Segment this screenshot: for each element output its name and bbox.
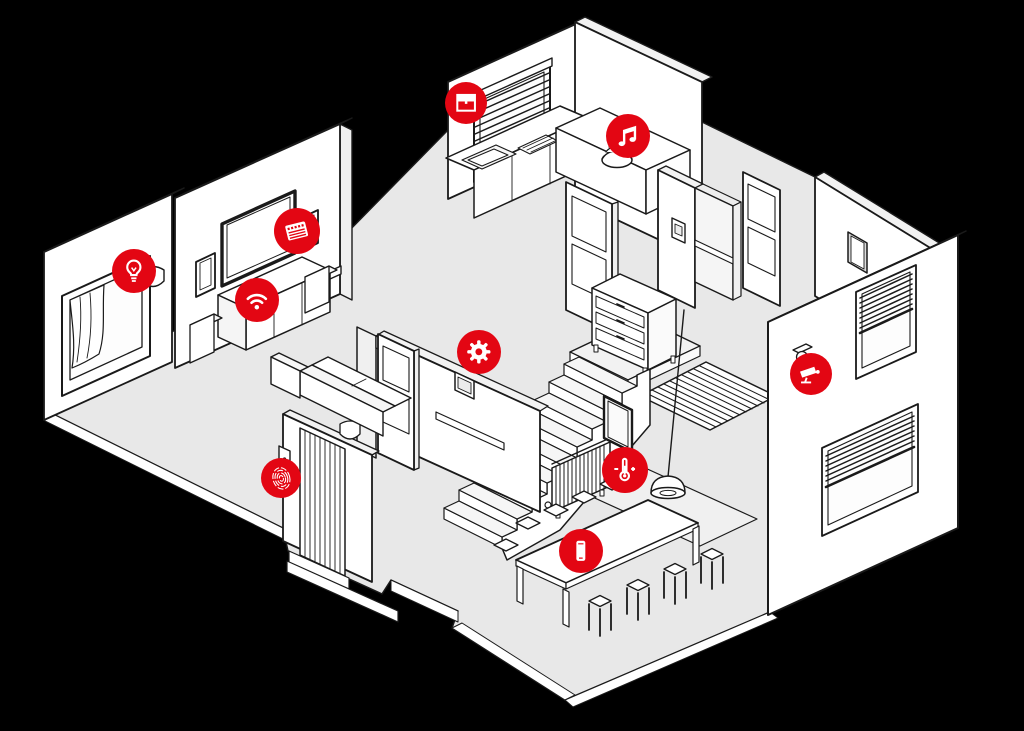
- marker-audio[interactable]: [606, 113, 651, 158]
- marker-roller-shutter[interactable]: [445, 81, 488, 124]
- thermostat-icon: [608, 453, 641, 486]
- marker-mobile-control[interactable]: [559, 529, 604, 574]
- entry-wall: [278, 409, 399, 623]
- marker-heating[interactable]: [602, 447, 649, 494]
- stool: [588, 594, 612, 637]
- pendant-lamp: [650, 309, 686, 500]
- stool: [626, 578, 650, 621]
- dresser: [591, 273, 677, 376]
- front-door: [299, 427, 346, 577]
- upper-window-shutter: [855, 264, 917, 380]
- blinds-icon: [280, 214, 313, 247]
- closet-group: [657, 165, 781, 309]
- marker-blinds[interactable]: [273, 207, 320, 254]
- smartphone-icon: [565, 535, 597, 567]
- marker-lighting[interactable]: [112, 248, 157, 293]
- marker-wifi[interactable]: [235, 278, 280, 322]
- radiator: [544, 437, 611, 519]
- kitchen-counter: [445, 105, 589, 219]
- wifi-icon: [241, 284, 273, 316]
- wall-shelf: [435, 411, 505, 451]
- wardrobe-door: [742, 171, 781, 307]
- stool: [663, 562, 687, 605]
- control-panel: [454, 371, 475, 400]
- floor-speaker: [304, 265, 338, 314]
- stool: [493, 477, 625, 552]
- floor-speaker: [189, 313, 223, 364]
- stool: [700, 547, 724, 590]
- mirror: [602, 394, 634, 454]
- sofa: [270, 352, 412, 437]
- porch-slab: [286, 560, 399, 623]
- sink: [461, 144, 517, 170]
- marker-cctv[interactable]: [790, 352, 832, 395]
- fingerprint-icon: [267, 464, 296, 493]
- picture-frame: [195, 252, 216, 298]
- light-switch: [671, 217, 686, 244]
- cctv-icon: [796, 359, 826, 389]
- bulb-icon: [118, 255, 150, 287]
- marker-fingerprint-access[interactable]: [260, 458, 301, 498]
- gear-icon: [463, 336, 495, 368]
- deck-slats: [639, 361, 777, 431]
- left-wall: [43, 187, 185, 421]
- lower-window-shutter: [821, 403, 919, 537]
- marker-settings[interactable]: [457, 329, 502, 374]
- right-wall: [767, 230, 967, 616]
- roller-shutter-icon: [451, 88, 481, 118]
- music-icon: [612, 120, 644, 152]
- entry-sconce: [339, 420, 361, 440]
